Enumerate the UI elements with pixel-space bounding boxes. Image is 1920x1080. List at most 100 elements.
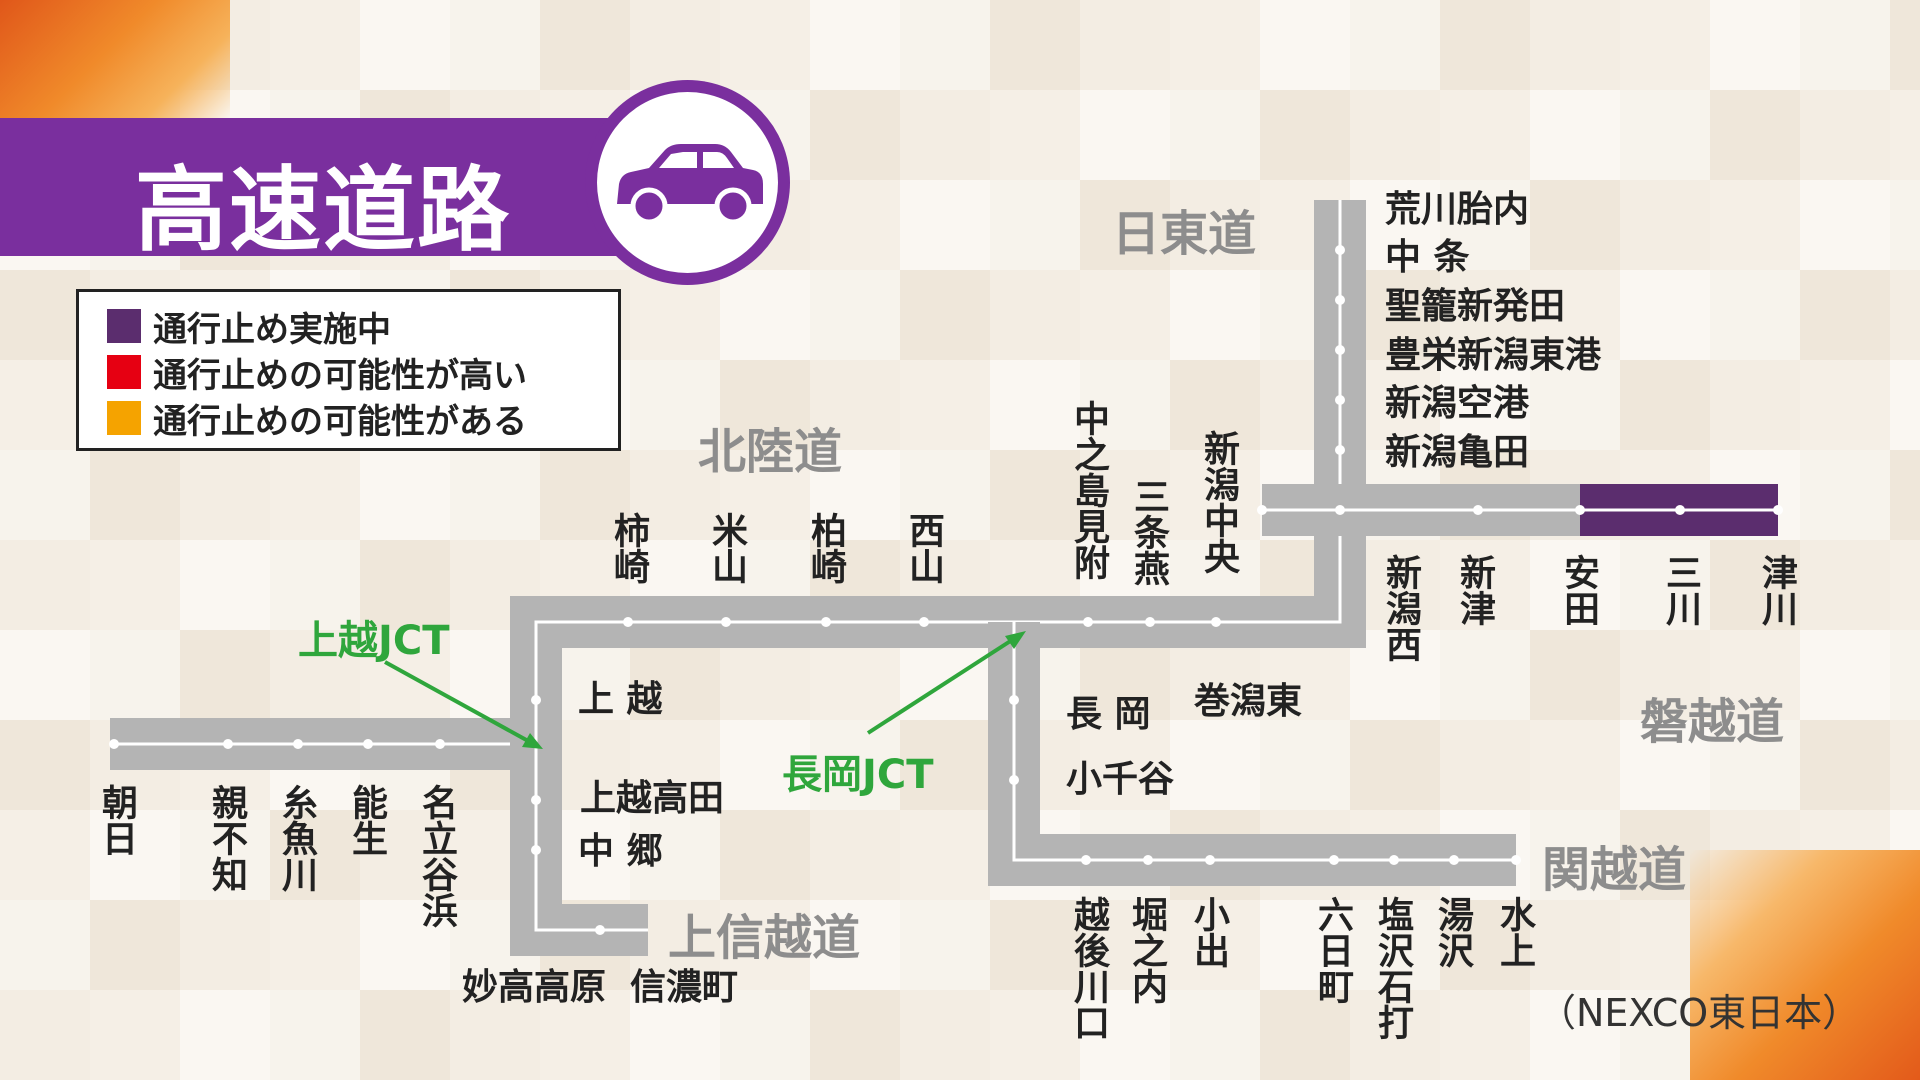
background-tile xyxy=(1440,0,1530,90)
ic-koide: 小出 xyxy=(1188,896,1229,968)
ic-kashiwazaki: 柏崎 xyxy=(805,512,846,584)
background-tile xyxy=(1170,180,1260,270)
background-tile xyxy=(810,90,900,180)
background-tile xyxy=(720,900,810,990)
legend-swatch-closure xyxy=(107,309,141,343)
joetsu-jct-arrowhead xyxy=(522,733,543,749)
background-tile xyxy=(270,450,360,540)
ic-nagaoka: 長 岡 xyxy=(1066,694,1151,735)
background-tile xyxy=(1890,450,1920,540)
nagaoka-jct-label: 長岡JCT xyxy=(782,752,934,798)
ic-nou: 能生 xyxy=(346,784,387,856)
background-tile xyxy=(1170,450,1260,540)
background-tile xyxy=(1800,0,1890,90)
background-tile xyxy=(360,810,450,900)
background-tile xyxy=(630,720,720,810)
background-tile xyxy=(810,990,900,1080)
interchange-node xyxy=(435,739,445,749)
background-tile xyxy=(540,990,630,1080)
interchange-node xyxy=(531,695,541,705)
road-hokurikudo-main-divider xyxy=(534,210,1342,744)
background-tile xyxy=(270,810,360,900)
background-tile xyxy=(0,720,90,810)
background-tile xyxy=(810,900,900,990)
background-tile xyxy=(1620,540,1710,630)
background-tile xyxy=(1800,450,1890,540)
background-tile xyxy=(1080,900,1170,990)
ic-sanjo-tsubame: 三条燕 xyxy=(1128,478,1169,586)
source-credit: （NEXCO東日本） xyxy=(1538,991,1861,1035)
background-tile xyxy=(900,90,990,180)
junction-arrows xyxy=(384,631,1026,749)
corner-decoration-bottom-right xyxy=(1690,850,1920,1080)
background-tile xyxy=(1080,450,1170,540)
legend-item-closure: 通行止め実施中 xyxy=(107,306,391,350)
background-tile xyxy=(90,540,180,630)
ic-itoigawa: 糸魚川 xyxy=(276,784,317,892)
interchange-node xyxy=(223,739,233,749)
background-tile xyxy=(630,990,720,1080)
background-tile xyxy=(900,720,990,810)
legend-label-closure: 通行止め実施中 xyxy=(153,309,391,350)
background-tile xyxy=(90,450,180,540)
ic-oyashirazu: 親不知 xyxy=(206,784,247,892)
road-name-nittodo: 日東道 xyxy=(1112,206,1257,262)
background-tile xyxy=(1440,90,1530,180)
background-tile xyxy=(990,900,1080,990)
background-tile xyxy=(990,180,1080,270)
background-tile xyxy=(1080,360,1170,450)
title-badge xyxy=(585,80,790,285)
background-tile xyxy=(450,990,540,1080)
background-tile xyxy=(1800,90,1890,180)
ic-niigata-kameda: 新潟亀田 xyxy=(1385,432,1530,473)
ic-yoneyama: 米山 xyxy=(706,512,747,584)
ic-tsugawa: 津川 xyxy=(1756,554,1797,626)
joetsu-jct-arrow xyxy=(384,660,531,744)
background-tile xyxy=(810,720,900,810)
background-tile xyxy=(1530,270,1620,360)
interchange-node xyxy=(1389,855,1399,865)
background-tile xyxy=(90,810,180,900)
background-tile xyxy=(900,360,990,450)
interchange-node xyxy=(1009,695,1019,705)
interchange-node xyxy=(293,739,303,749)
background-tile xyxy=(360,900,450,990)
interchange-node xyxy=(1449,855,1459,865)
interchange-node xyxy=(1335,345,1345,355)
ic-shiozawa-ishiuchi: 塩沢石打 xyxy=(1372,896,1413,1040)
legend-label-high-possibility: 通行止めの可能性が高い xyxy=(153,355,527,396)
ic-shinanomachi: 信濃町 xyxy=(630,967,739,1008)
interchange-node xyxy=(1009,775,1019,785)
ic-nakajo: 中 条 xyxy=(1385,237,1470,278)
background-tile xyxy=(1530,90,1620,180)
interchange-node xyxy=(1329,855,1339,865)
ic-muikamachi: 六日町 xyxy=(1312,896,1353,1004)
background-tile xyxy=(0,900,90,990)
interchange-node xyxy=(531,795,541,805)
background-tile xyxy=(0,990,90,1080)
interchange-node xyxy=(1335,245,1345,255)
interchange-node xyxy=(1473,505,1483,515)
ic-ojiya: 小千谷 xyxy=(1066,759,1175,800)
ic-nakago: 中 郷 xyxy=(578,831,663,872)
ic-seiro-shibata: 聖籠新発田 xyxy=(1385,286,1566,327)
ic-niitsu: 新津 xyxy=(1454,554,1495,626)
interchange-node xyxy=(721,617,731,627)
background-tile xyxy=(1080,90,1170,180)
background-tile xyxy=(1260,900,1350,990)
road-kanetsudo xyxy=(988,622,1516,886)
ic-joetsu: 上 越 xyxy=(578,679,663,720)
ic-minakami: 水上 xyxy=(1494,896,1535,968)
background-tile xyxy=(1440,720,1530,810)
background-tile xyxy=(1710,360,1800,450)
background-tile xyxy=(0,450,90,540)
interchange-node xyxy=(1081,855,1091,865)
background-tile xyxy=(810,0,900,90)
background-tile xyxy=(630,270,720,360)
background-tile xyxy=(990,990,1080,1080)
background-tile xyxy=(1890,90,1920,180)
background-tile xyxy=(180,630,270,720)
legend-item-possibility: 通行止めの可能性がある xyxy=(107,398,527,442)
background-tile xyxy=(0,360,90,450)
